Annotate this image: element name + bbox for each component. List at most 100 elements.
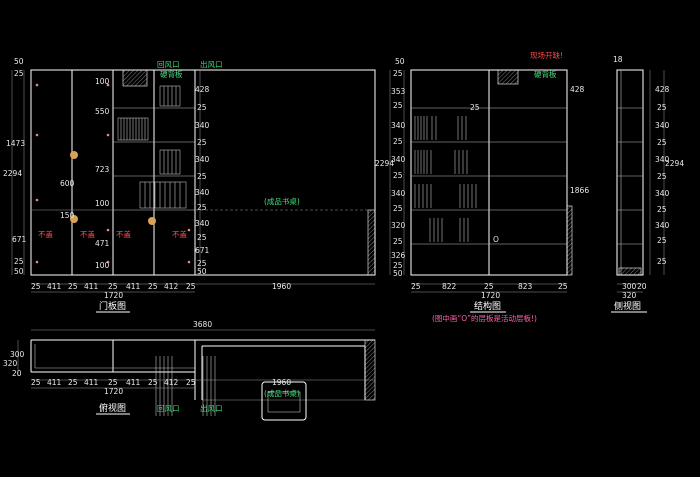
dim-text: 600 [60, 179, 75, 188]
dim-text: 2294 [375, 159, 394, 168]
dim-text: 25 [393, 101, 403, 110]
dim-text: 411 [126, 282, 141, 291]
dim-text: 25 [657, 138, 667, 147]
dim-text: 340 [655, 155, 670, 164]
dim-text: 1720 [104, 387, 123, 396]
dim-text: 25 [393, 204, 403, 213]
dim-text: 25 [197, 103, 207, 112]
dim-text: 300 [10, 350, 25, 359]
dim-text: 411 [84, 378, 99, 387]
dim-text: 671 [12, 235, 27, 244]
dim-text: 320 [391, 221, 406, 230]
label-no-cover: 不盖 [116, 229, 131, 239]
dim-text: 25 [186, 282, 196, 291]
label-desk: (成品书桌) [264, 196, 300, 206]
dim-text: 1720 [481, 291, 500, 300]
structure-books [414, 116, 477, 242]
dim-text: 25 [68, 378, 78, 387]
front-vent-notch [122, 69, 148, 87]
label-no-cover: 不盖 [80, 229, 95, 239]
front-books [117, 85, 187, 209]
dim-text: 723 [95, 165, 110, 174]
front-view-title: 门板图 [99, 300, 126, 312]
dim-text: 25 [197, 172, 207, 181]
label-desk: (成品书桌) [264, 388, 300, 398]
dim-text: 471 [95, 239, 110, 248]
knob-icon [70, 151, 78, 159]
dim-text: 2294 [3, 169, 22, 178]
knob-icon [70, 215, 78, 223]
side-view-title: 侧视图 [614, 300, 641, 312]
dim-text: 340 [195, 121, 210, 130]
svg-text:O: O [493, 235, 499, 244]
note-onsite-cut: 现场开缺! [530, 50, 563, 60]
label-return-vent: 回风口 [157, 60, 180, 69]
dim-text: 411 [126, 378, 141, 387]
dim-text: 25 [14, 257, 24, 266]
label-no-cover: 不盖 [172, 229, 187, 239]
dim-text: 300 [622, 282, 637, 291]
dim-text: 320 [622, 291, 637, 300]
dim-text: 671 [195, 246, 210, 255]
dim-text: 25 [186, 378, 196, 387]
dim-text: 25 [393, 237, 403, 246]
dim-text: 340 [391, 189, 406, 198]
label-supply-vent: 出风口 [200, 59, 223, 69]
label-hard-back: 硬背板 [160, 69, 183, 79]
dim-text: 25 [68, 282, 78, 291]
dim-text: 412 [164, 282, 179, 291]
dim-text: 25 [657, 236, 667, 245]
dim-text: 25 [657, 205, 667, 214]
dim-text: 50 [14, 267, 24, 276]
dim-text: 50 [395, 57, 405, 66]
dim-text: 100 [95, 199, 110, 208]
dim-text: 25 [558, 282, 568, 291]
dim-text: 25 [393, 171, 403, 180]
dim-text: 340 [391, 155, 406, 164]
desk-chair-icon [261, 381, 307, 421]
dim-text: 2294 [665, 159, 684, 168]
dim-text: 50 [14, 57, 24, 66]
dim-text: 25 [470, 103, 480, 112]
structure-view-title: 结构图 [474, 300, 501, 312]
dim-text: 1473 [6, 139, 25, 148]
dim-text: 25 [197, 203, 207, 212]
dim-text: 340 [655, 189, 670, 198]
dim-text: 20 [637, 282, 647, 291]
dim-text: 100 [95, 261, 110, 270]
dim-text: 25 [197, 138, 207, 147]
dim-text: 411 [47, 378, 62, 387]
dim-text: 340 [391, 121, 406, 130]
dim-text: 25 [484, 282, 494, 291]
structure-view: O 50 25 353 25 340 25 340 25 340 25 320 … [375, 50, 589, 323]
dim-text: 340 [655, 221, 670, 230]
dim-text: 25 [657, 172, 667, 181]
dim-text: 25 [148, 378, 158, 387]
label-return-vent: 回风口 [157, 404, 180, 413]
dim-text: 25 [393, 69, 403, 78]
dim-text: 1960 [272, 378, 291, 387]
note-movable-shelf: (图中画“O”的层板是活动层板!) [432, 313, 537, 323]
label-no-cover: 不盖 [38, 229, 53, 239]
dim-text: 428 [570, 85, 585, 94]
dim-text: 320 [3, 359, 18, 368]
dim-text: 150 [60, 211, 75, 220]
dim-text: 25 [393, 137, 403, 146]
dim-text: 100 [95, 77, 110, 86]
side-view: 18 428 25 340 25 340 25 340 25 340 25 25… [611, 55, 684, 313]
dim-text: 1960 [272, 282, 291, 291]
dim-text: 411 [84, 282, 99, 291]
dim-text: 25 [197, 259, 207, 268]
front-view: 50 25 1473 2294 671 25 50 600 150 100 55… [3, 57, 376, 313]
dim-text: 822 [442, 282, 457, 291]
dim-text: 823 [518, 282, 533, 291]
desk-area [194, 69, 376, 276]
dim-text: 411 [47, 282, 62, 291]
vent-grille [155, 356, 216, 416]
dim-text: 25 [148, 282, 158, 291]
dim-text: 428 [655, 85, 670, 94]
label-supply-vent: 出风口 [200, 403, 223, 413]
dim-text: 25 [14, 69, 24, 78]
dim-text: 340 [195, 219, 210, 228]
